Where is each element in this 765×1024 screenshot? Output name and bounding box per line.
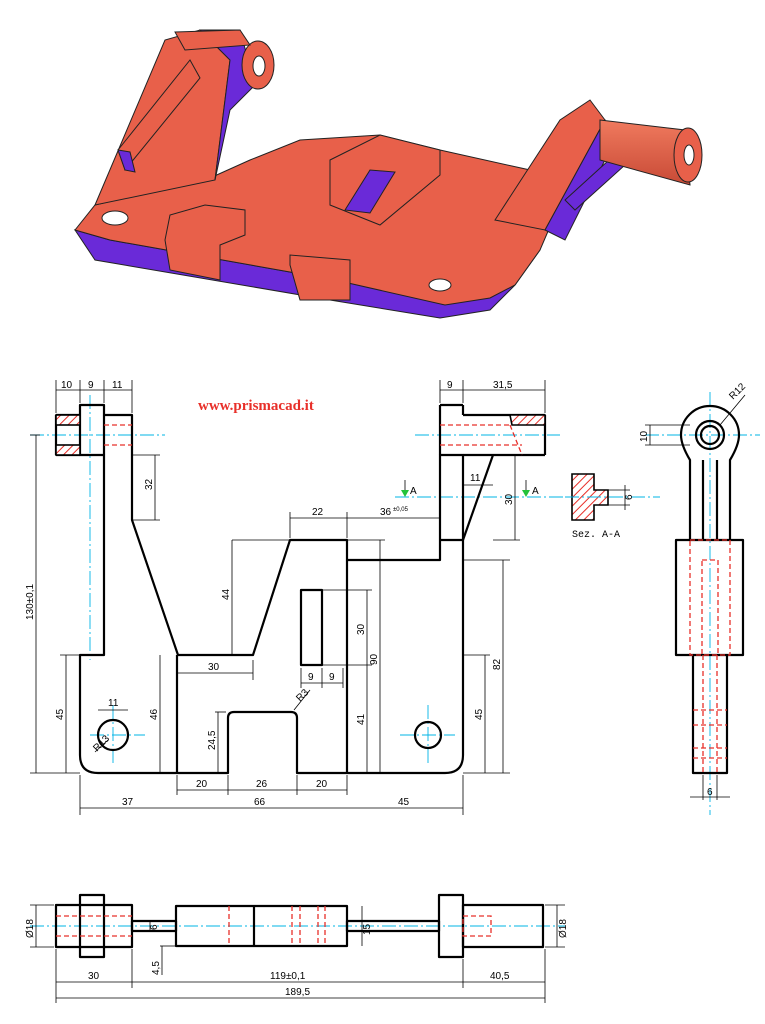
- dim-side-10: 10: [639, 430, 650, 442]
- section-marker-a-right: A: [532, 486, 539, 497]
- dim-9-left: 9: [88, 380, 94, 391]
- dim-41: 41: [356, 713, 367, 725]
- dim-9a: 9: [308, 672, 314, 683]
- dim-top-4-5: 4,5: [151, 961, 162, 975]
- dim-top-189-5: 189,5: [285, 987, 310, 998]
- dim-130: 130±0,1: [25, 583, 36, 620]
- dim-36: 36: [380, 507, 392, 518]
- top-view: Ø18 6 4,5 15 Ø18 30 119±0,1 40,5 189,5: [25, 893, 569, 1003]
- dim-top-dia18-left: Ø18: [25, 919, 36, 938]
- dim-9-right: 9: [447, 380, 453, 391]
- section-label: Sez. A-A: [572, 530, 620, 541]
- dim-45-bottom: 45: [398, 797, 410, 808]
- dim-r13: R13: [91, 733, 112, 754]
- dim-11-right: 11: [470, 473, 481, 484]
- dim-top-dia18-right: Ø18: [558, 919, 569, 938]
- dim-30-h: 30: [208, 662, 220, 673]
- dim-30-slot: 30: [356, 623, 367, 635]
- dim-32: 32: [144, 478, 155, 490]
- dim-section-6: 6: [624, 494, 635, 500]
- dim-11-hole: 11: [108, 698, 119, 709]
- dim-82: 82: [492, 658, 503, 670]
- dim-11-left: 11: [112, 380, 123, 391]
- dim-9b: 9: [329, 672, 335, 683]
- dim-r3: R3: [294, 687, 311, 704]
- dim-10: 10: [61, 380, 73, 391]
- side-view: R12 10 6: [639, 381, 760, 815]
- dim-top-40-5: 40,5: [490, 971, 510, 982]
- dim-31-5: 31,5: [493, 380, 513, 391]
- dim-26: 26: [256, 779, 268, 790]
- section-marker-a-left: A: [410, 486, 417, 497]
- dim-37: 37: [122, 797, 134, 808]
- dim-44: 44: [221, 588, 232, 600]
- site-url: www.prismacad.it: [198, 398, 314, 414]
- dim-36-tol: ±0,05: [393, 507, 409, 513]
- dim-top-15: 15: [362, 923, 373, 935]
- isometric-render: [73, 29, 703, 319]
- dim-66: 66: [254, 797, 266, 808]
- dim-20a: 20: [196, 779, 208, 790]
- dim-46: 46: [149, 708, 160, 720]
- dim-45-right: 45: [474, 708, 485, 720]
- dim-24-5: 24,5: [207, 730, 218, 750]
- dim-45-left: 45: [55, 708, 66, 720]
- dim-22: 22: [312, 507, 324, 518]
- dim-30-right: 30: [504, 493, 515, 505]
- dim-side-r12: R12: [727, 381, 748, 402]
- dim-top-119: 119±0,1: [270, 971, 306, 982]
- dim-top-6: 6: [149, 924, 160, 930]
- dim-top-30: 30: [88, 971, 100, 982]
- dim-90: 90: [369, 653, 380, 665]
- dim-20b: 20: [316, 779, 328, 790]
- front-view: 10 9 11 32 130±0,1 45 11 R13 46 44 30 22: [25, 380, 570, 815]
- dim-side-6: 6: [707, 787, 713, 798]
- section-a-a: 6 Sez. A-A: [565, 473, 660, 541]
